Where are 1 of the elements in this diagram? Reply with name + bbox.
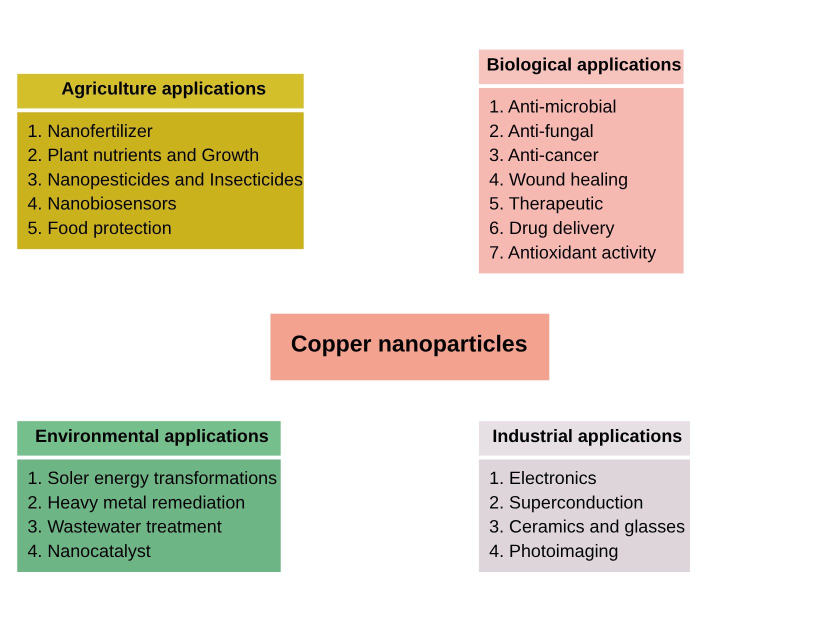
node-box: Copper nanoparticles: [270, 313, 550, 380]
